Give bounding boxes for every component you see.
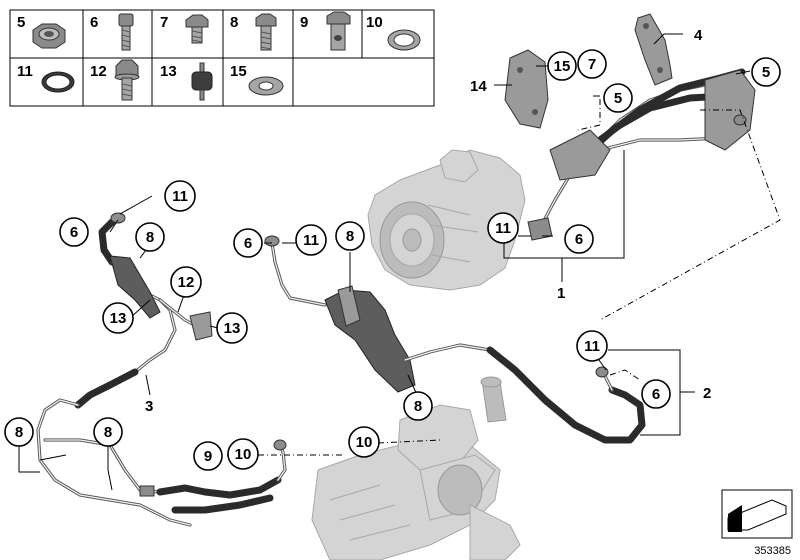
flange-nut-icon <box>32 23 66 49</box>
callout-circle-6b <box>233 228 263 258</box>
callout-10b: 10 <box>356 434 373 451</box>
legend-num-6: 6 <box>90 14 98 31</box>
callout-circle-11b <box>295 224 327 256</box>
callout-11d: 11 <box>584 338 600 355</box>
callout-circle-6d <box>641 379 671 409</box>
callout-circle-8c <box>403 391 433 421</box>
hex-bolt-short-icon <box>185 14 209 44</box>
washer-icon <box>248 76 284 96</box>
callout-circle-12 <box>170 266 202 298</box>
direction-arrow-icon <box>721 489 793 539</box>
hex-bolt-long-icon <box>255 13 277 51</box>
callout-circle-5b <box>603 83 633 113</box>
callout-circle-13b <box>216 312 248 344</box>
callout-7: 7 <box>588 56 596 73</box>
collar-bolt-icon <box>114 59 140 101</box>
callout-1: 1 <box>557 285 565 302</box>
callout-8c: 8 <box>414 398 422 415</box>
pressure-line-2 <box>264 235 646 444</box>
legend-num-13: 13 <box>160 63 177 80</box>
legend-num-5: 5 <box>17 14 25 31</box>
legend-num-8: 8 <box>230 14 238 31</box>
callout-6d: 6 <box>652 386 660 403</box>
callout-circle-8d <box>4 417 34 447</box>
callout-8e: 8 <box>104 424 112 441</box>
leader-lines <box>18 33 781 491</box>
callout-13a: 13 <box>110 310 127 327</box>
socket-bolt-icon <box>118 13 134 51</box>
legend-num-15: 15 <box>230 63 247 80</box>
power-steering-pump-ghost <box>367 149 526 291</box>
callout-8a: 8 <box>146 229 154 246</box>
callout-3: 3 <box>145 398 153 415</box>
callout-5a: 5 <box>762 64 770 81</box>
o-ring-icon <box>41 71 75 93</box>
callout-9: 9 <box>204 448 212 465</box>
callout-circle-6a <box>59 217 89 247</box>
rubber-mount-icon <box>191 62 213 101</box>
callout-circle-10a <box>227 438 259 470</box>
legend-num-10: 10 <box>366 14 383 31</box>
callouts: 4 5 14 15 7 5 11 6 8 12 13 13 3 6 11 8 1… <box>4 27 781 471</box>
callout-circle-8b <box>335 221 365 251</box>
callout-12: 12 <box>178 274 195 291</box>
hollow-bolt-icon <box>326 11 351 51</box>
callout-circle-15 <box>547 51 577 81</box>
bracket-14 <box>504 49 549 129</box>
legend-num-9: 9 <box>300 14 308 31</box>
callout-circle-11c <box>487 212 519 244</box>
callout-circle-11a <box>164 180 196 212</box>
callout-2: 2 <box>703 385 711 402</box>
callout-circle-9 <box>193 441 223 471</box>
callout-6c: 6 <box>575 231 583 248</box>
return-line-assembly-1 <box>527 68 756 241</box>
legend-num-11: 11 <box>17 63 33 80</box>
legend-num-12: 12 <box>90 63 107 80</box>
callout-11c: 11 <box>495 220 511 237</box>
callout-5b: 5 <box>614 90 622 107</box>
callout-4: 4 <box>694 27 703 44</box>
callout-8d: 8 <box>15 424 23 441</box>
callout-6a: 6 <box>70 224 78 241</box>
sealing-ring-icon <box>387 29 421 51</box>
callout-11a: 11 <box>172 188 188 205</box>
supply-line-3 <box>36 212 287 527</box>
callout-circle-13a <box>102 302 134 334</box>
callout-15: 15 <box>554 58 571 75</box>
callout-circle-8a <box>135 222 165 252</box>
callout-8b: 8 <box>346 228 354 245</box>
callout-11b: 11 <box>303 232 319 249</box>
callout-circle-5a <box>751 57 781 87</box>
callout-6b: 6 <box>244 235 252 252</box>
callout-14: 14 <box>470 78 487 95</box>
catalog-number: 353385 <box>754 545 791 557</box>
callout-circle-8e <box>93 417 123 447</box>
callout-circle-11d <box>576 330 608 362</box>
legend-num-7: 7 <box>160 14 168 31</box>
parts-legend: 5 6 7 8 9 10 <box>9 9 435 107</box>
callout-circle-7 <box>577 49 607 79</box>
callout-circle-6c <box>564 224 594 254</box>
callout-13b: 13 <box>224 320 241 337</box>
steering-gear-ghost <box>311 376 521 560</box>
callout-circle-10b <box>348 426 380 458</box>
bracket-4 <box>634 13 673 86</box>
callout-10a: 10 <box>235 446 252 463</box>
